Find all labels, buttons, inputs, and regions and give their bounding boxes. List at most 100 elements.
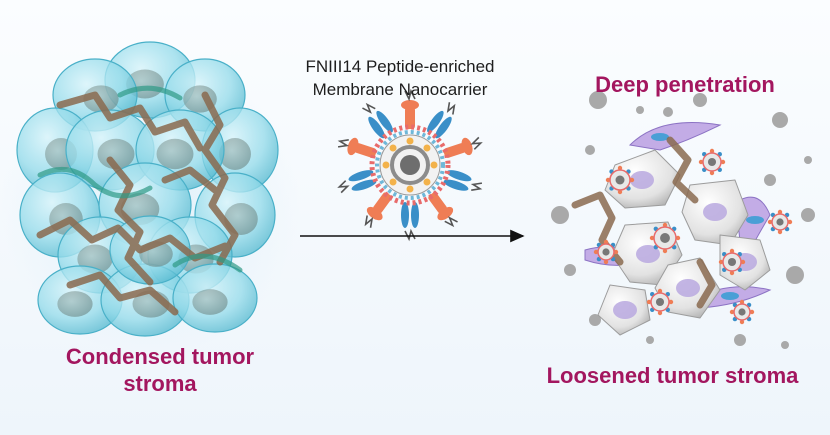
payload-dot [389, 144, 397, 152]
nanocarrier-proteins [337, 88, 483, 242]
fniii14-peptide [470, 136, 483, 150]
payload-dot [406, 185, 414, 193]
collagen-fiber [66, 271, 179, 316]
gray-particle [801, 208, 815, 222]
collagen-fiber [161, 166, 219, 194]
fniii14-peptide [364, 215, 374, 228]
nanocarrier-title-line1: FNIII14 Peptide-enriched [305, 57, 495, 76]
payload-dot [389, 178, 397, 186]
gray-particle [772, 112, 788, 128]
membrane-protein [337, 137, 377, 158]
mini-nanocarrier [605, 165, 635, 195]
core-center [400, 155, 420, 175]
gray-particle [693, 93, 707, 107]
stroma-strands [37, 85, 243, 273]
nanocarrier-title: FNIII14 Peptide-enriched Membrane Nanoca… [235, 55, 565, 101]
stroma-strand [37, 166, 153, 199]
payload-dot [423, 144, 431, 152]
fibroblast-nucleus [651, 133, 669, 141]
tumor-cell [109, 215, 191, 285]
fniii14-peptide [444, 216, 458, 228]
collagen-fiber [36, 216, 229, 262]
cell-nucleus [630, 171, 654, 189]
membrane-protein [337, 170, 377, 194]
cell-nucleus [156, 138, 194, 170]
cell-nucleus [192, 289, 228, 315]
gray-particle [551, 206, 569, 224]
gray-particle [589, 314, 601, 326]
membrane-protein [362, 102, 393, 139]
fniii14-peptide [337, 139, 350, 148]
membrane-protein [443, 170, 483, 191]
gray-particle [764, 174, 776, 186]
condensed-tumor-cluster [0, 41, 300, 355]
tumor-cell [681, 179, 749, 246]
mini-nanocarrier [698, 148, 726, 176]
loosened-tumor-region [551, 91, 815, 349]
fniii14-peptide [404, 228, 416, 242]
tumor-cell [604, 149, 681, 209]
tumor-cell [37, 265, 123, 335]
loosened-stroma-caption: Loosened tumor stroma [546, 363, 799, 388]
collagen-fiber [56, 91, 204, 152]
gray-particle [781, 341, 789, 349]
lipid-bilayer-inner [375, 130, 445, 200]
gray-particle [636, 106, 644, 114]
fniii14-peptide [362, 102, 376, 114]
gray-particle [663, 107, 673, 117]
condensed-caption-line2: stroma [123, 371, 197, 396]
cell-nucleus [57, 291, 93, 317]
mini-nanocarrier [593, 239, 619, 265]
cell-nucleus [613, 301, 637, 319]
fniii14-peptide [337, 180, 350, 194]
payload-dot [382, 161, 390, 169]
membrane-protein [401, 202, 419, 242]
fniii14-peptide [470, 182, 483, 191]
cell-nucleus [703, 203, 727, 221]
fibroblast-nucleus [721, 292, 739, 300]
collagen-fibers [36, 91, 239, 316]
condensed-caption-line1: Condensed tumor [65, 344, 255, 369]
core-polymer-ring [390, 145, 430, 185]
payload-dot [406, 137, 414, 145]
membrane-protein [427, 102, 456, 139]
gray-particle [734, 334, 746, 346]
membrane-protein [401, 88, 419, 129]
mini-nanocarrier [718, 248, 746, 276]
stroma-strand [172, 253, 243, 273]
membrane-protein [443, 136, 483, 158]
gray-particle [646, 336, 654, 344]
mini-nanocarrier [729, 299, 755, 325]
gray-particle [804, 156, 812, 164]
penetrated-nanocarriers [593, 148, 793, 325]
collagen-fiber [106, 156, 154, 286]
collagen-fiber [201, 91, 239, 266]
gray-particle [585, 145, 595, 155]
drug-payload-dots [382, 137, 438, 193]
fniii14-peptide [446, 102, 456, 115]
gray-particle [786, 266, 804, 284]
fibroblast-nucleus [746, 216, 764, 224]
gray-particle [589, 91, 607, 109]
tumor-cell [597, 284, 651, 336]
membrane-protein [364, 192, 392, 228]
mini-nanocarrier [649, 222, 681, 254]
gray-particle [564, 264, 576, 276]
mini-nanocarrier [646, 288, 674, 316]
payload-dot [423, 178, 431, 186]
membrane-nanocarrier [337, 88, 483, 242]
gray-particles [551, 91, 815, 349]
condensed-stroma-caption: Condensed tumor stroma [10, 343, 310, 397]
fniii14-peptide [404, 88, 416, 102]
collagen-fiber [696, 258, 716, 309]
deep-penetration-title: Deep penetration [595, 72, 775, 97]
cell-nucleus [636, 245, 660, 263]
cell-nucleus [97, 138, 135, 170]
payload-dot [430, 161, 438, 169]
lipid-bilayer-outer [369, 124, 451, 206]
stroma-strand [117, 85, 183, 101]
nanocarrier-title-line2: Membrane Nanocarrier [312, 80, 488, 99]
cell-nucleus [676, 279, 700, 297]
cell-nucleus [219, 138, 251, 170]
